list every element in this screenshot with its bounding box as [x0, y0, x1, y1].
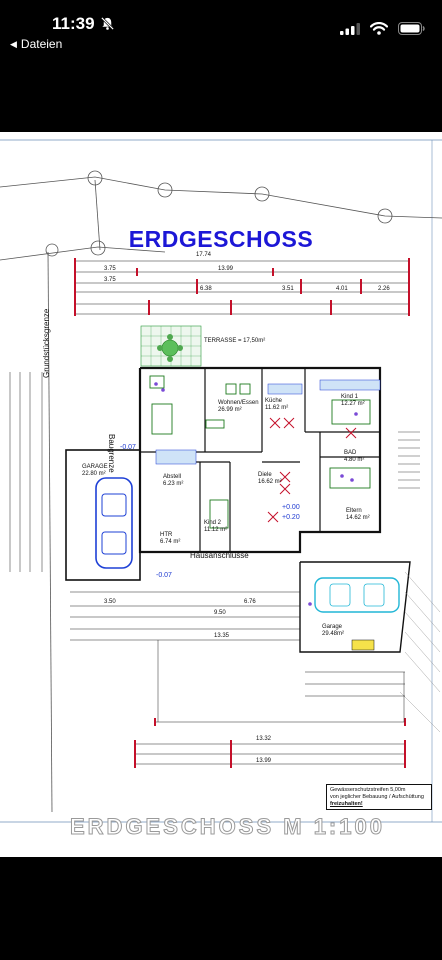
wifi-icon	[369, 22, 389, 40]
level-marker-4: -0.07	[156, 572, 172, 579]
dim-top-5: 6.38	[200, 286, 212, 292]
dim-bottom-2: 9.50	[214, 610, 226, 616]
note-line-3: freizuhalten!	[330, 801, 363, 807]
footer-scale-title: ERDGESCHOSS M 1:100	[70, 814, 385, 840]
level-marker-2: -0.07	[120, 444, 136, 451]
floor-title: ERDGESCHOSS	[128, 226, 314, 252]
back-triangle-icon: ◀	[10, 38, 17, 49]
note-line-2: von jeglicher Bebauung / Aufschüttung	[330, 794, 424, 800]
water-protection-note: Gewässerschutzstreifen 5,00m von jeglich…	[326, 784, 432, 810]
back-link-label: Dateien	[20, 37, 63, 51]
battery-icon	[398, 22, 426, 40]
dim-bottom-1: 13.35	[214, 633, 230, 639]
dim-bottom-5: 13.99	[256, 758, 272, 764]
bell-slash-icon	[100, 16, 115, 36]
level-marker-1: +0.00	[282, 504, 300, 511]
dim-top-6: 3.51	[282, 286, 294, 292]
dim-bottom-3: 3.50	[104, 599, 116, 605]
dim-top-2: 13.99	[218, 266, 234, 272]
building-line-label: Baugrenze	[107, 434, 116, 473]
dim-top-4: 3.75	[104, 277, 116, 283]
house-connections-label: Hausanschlüsse	[190, 551, 249, 560]
dim-top-7: 4.01	[336, 286, 348, 292]
status-time: 11:39	[52, 14, 95, 33]
terrace-label: TERRASSE = 17,50m²	[204, 338, 266, 344]
note-line-1: Gewässerschutzstreifen 5,00m	[330, 787, 406, 793]
dim-top-3: 3.75	[104, 266, 116, 272]
dim-top-8: 2.26	[378, 286, 390, 292]
status-bar: 11:39	[0, 0, 442, 40]
property-line-label: Grundstücksgrenze	[42, 308, 51, 378]
document-viewer[interactable]: ERDGESCHOSS Grundstücksgrenze Baugrenze …	[0, 132, 442, 857]
level-marker-3: +0.20	[282, 514, 300, 521]
dim-bottom-4: 6.76	[244, 599, 256, 605]
dim-total-top: 17.74	[196, 252, 212, 258]
floor-plan-drawing	[0, 139, 442, 823]
bottom-black-band	[0, 857, 442, 960]
cellular-signal-icon	[340, 22, 360, 40]
back-to-files-link[interactable]: ◀ Dateien	[10, 37, 62, 51]
dim-bottom-6: 13.32	[256, 736, 272, 742]
